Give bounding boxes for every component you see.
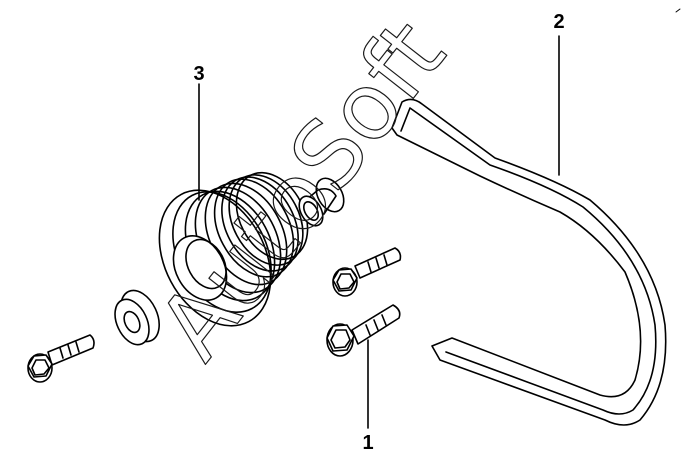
callout-bolt: 1 [362, 432, 373, 454]
watermark: AutoSoft [138, 1, 466, 378]
bolt [326, 304, 401, 357]
corner-mark [675, 8, 681, 13]
pulley [158, 171, 309, 327]
bushing [298, 177, 345, 227]
bolt-left [27, 334, 95, 383]
bolt-upper [332, 247, 402, 297]
drive-belt [391, 98, 667, 426]
washer [114, 289, 160, 346]
callout-pulley: 3 [193, 63, 204, 85]
callout-belt: 2 [553, 11, 564, 33]
